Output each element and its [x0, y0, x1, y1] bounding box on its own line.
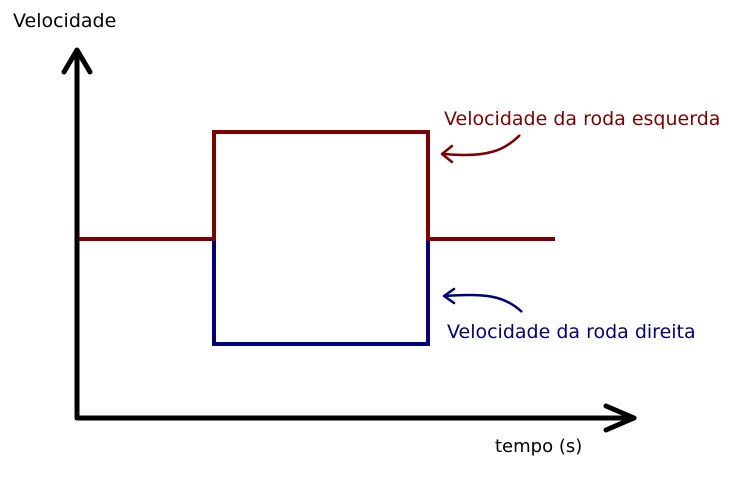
- right-wheel-label: Velocidade da roda direita: [447, 321, 696, 343]
- right-wheel-velocity-line: [212, 239, 430, 346]
- y-axis: [61, 47, 93, 421]
- left-wheel-pointer-arrow: [440, 134, 521, 164]
- x-axis: [74, 403, 637, 433]
- x-axis-label: tempo (s): [495, 436, 582, 457]
- left-wheel-velocity-line: [79, 130, 555, 241]
- x-axis-arrowhead: [603, 403, 637, 433]
- right-wheel-pointer-arrow: [442, 287, 523, 313]
- y-axis-label: Velocidade: [13, 10, 116, 32]
- left-wheel-label: Velocidade da roda esquerda: [444, 108, 720, 130]
- y-axis-arrowhead: [61, 47, 93, 75]
